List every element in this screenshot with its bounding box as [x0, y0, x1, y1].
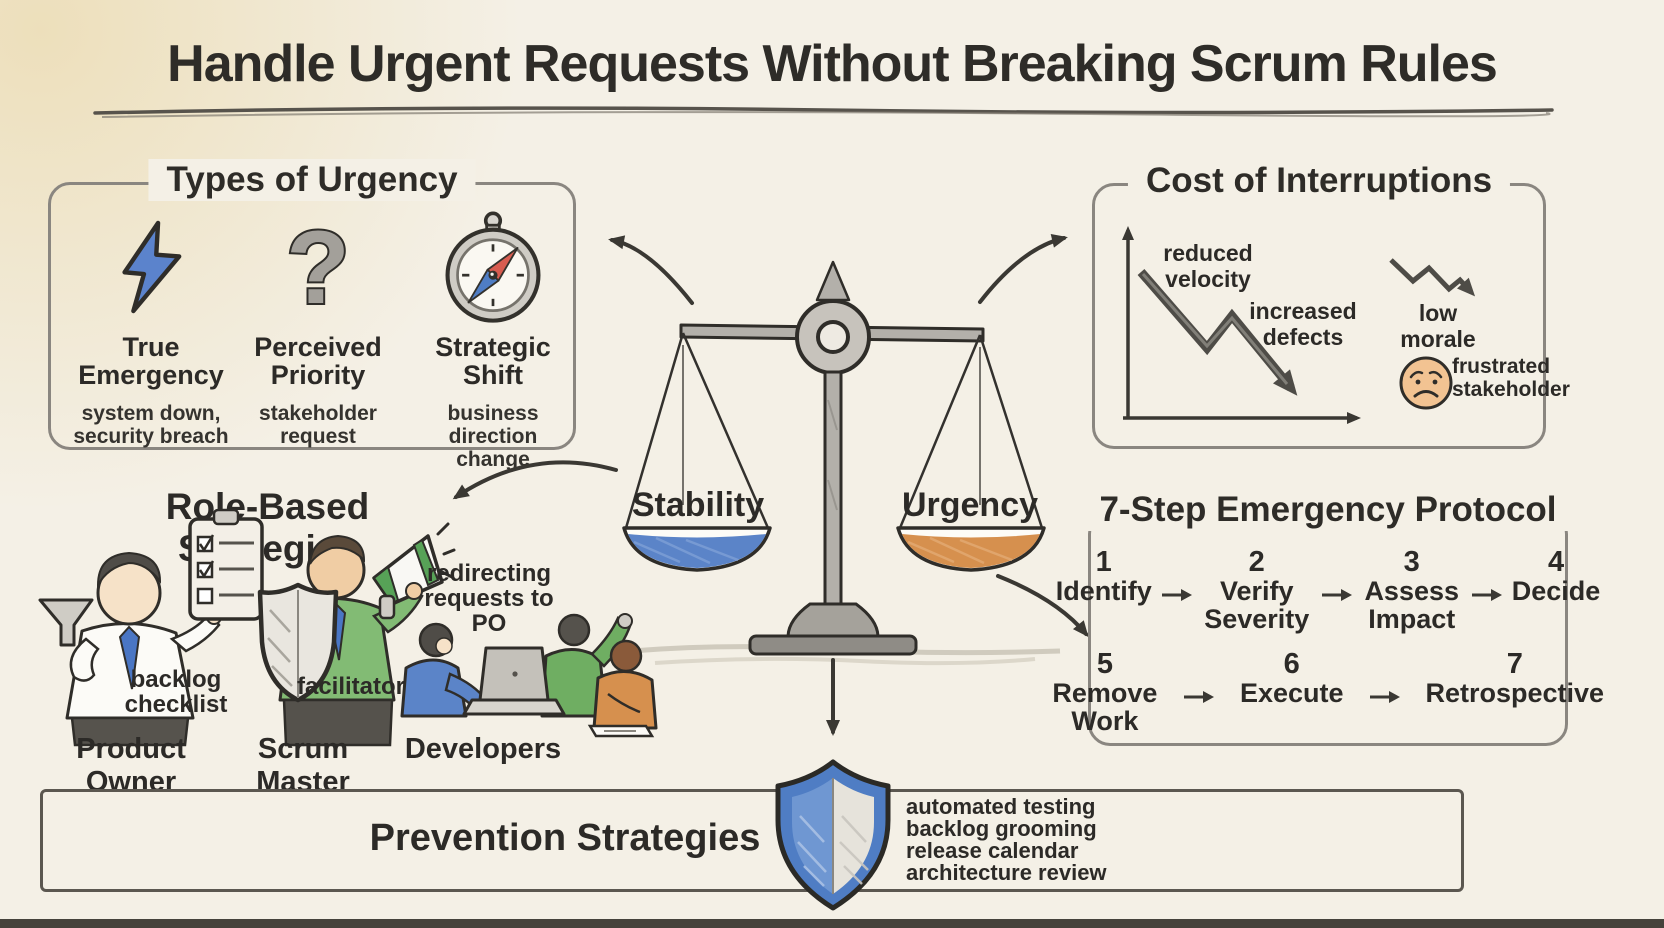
scrum-master-figure: [257, 522, 456, 747]
bottom-edge-strip: [0, 919, 1664, 928]
prevention-bar: [40, 789, 1464, 892]
type-desc: business direction change: [447, 402, 539, 471]
developers-figure: [400, 613, 658, 738]
shield-icon: [775, 759, 891, 911]
protocol-heading: 7-Step Emergency Protocol: [1081, 489, 1575, 531]
developers-caption: Developers: [404, 733, 562, 765]
types-of-urgency-heading: Types of Urgency: [148, 159, 476, 201]
prevention-item: backlog grooming: [906, 816, 1097, 841]
reduced-velocity-label: reduced velocity: [1163, 240, 1253, 292]
protocol-row-2: 5 Remove Work 6 Execute 7 Retrospective: [1052, 648, 1604, 735]
arrow-right-icon: [1368, 689, 1402, 705]
sad-face-icon: [1399, 356, 1453, 410]
types-of-urgency-box: Types of Urgency True Emergency system d…: [48, 159, 576, 471]
prevention-item: automated testing: [906, 794, 1096, 819]
type-name: Strategic Shift: [435, 332, 551, 390]
low-morale-label: low morale: [1400, 300, 1476, 352]
protocol-step: 1 Identify: [1055, 546, 1152, 606]
type-perceived-priority: ? Perceived Priority stakeholder request: [236, 208, 400, 448]
svg-text:?: ?: [286, 210, 350, 326]
type-name: True Emergency: [78, 332, 224, 390]
type-strategic-shift: Strategic Shift business direction chang…: [411, 209, 575, 471]
balance-scale-icon: [619, 260, 1061, 666]
title-underline: [93, 106, 1554, 118]
megaphone-icon: [372, 522, 456, 620]
protocol-step: 4 Decide: [1511, 546, 1601, 606]
arrow-right-icon: [1320, 587, 1354, 603]
increased-defects-label: increased defects: [1249, 298, 1357, 350]
product-owner-figure: [38, 508, 264, 747]
type-name: Perceived Priority: [254, 332, 382, 390]
protocol-step: 3 Assess Impact: [1364, 546, 1460, 634]
prevention-item: release calendar: [906, 838, 1079, 863]
cost-of-interruptions-box: Cost of Interruptions: [1092, 160, 1546, 449]
prevention-item: architecture review: [906, 860, 1107, 885]
product-owner-note: backlog checklist: [124, 666, 228, 718]
lightning-icon: [122, 220, 182, 314]
frustrated-stakeholder-label: frustrated stakeholder: [1452, 355, 1570, 401]
developers-note: redirecting requests to PO: [424, 560, 554, 637]
arrow-right-icon: [1182, 689, 1216, 705]
type-desc: stakeholder request: [259, 402, 377, 448]
scrum-master-note: facilitator: [296, 673, 406, 700]
laptop-icon: [462, 646, 566, 716]
protocol-step: 7 Retrospective: [1425, 648, 1605, 708]
funnel-icon: [38, 598, 94, 647]
page-title: Handle Urgent Requests Without Breaking …: [167, 35, 1498, 93]
cost-of-interruptions-heading: Cost of Interruptions: [1127, 160, 1511, 202]
protocol-step: 6 Execute: [1239, 648, 1344, 708]
compass-icon: [445, 211, 541, 323]
declining-line-chart-icon: [1122, 226, 1476, 424]
protocol-step: 5 Remove Work: [1052, 648, 1158, 736]
shield-icon: [257, 582, 339, 703]
type-true-emergency: True Emergency system down, security bre…: [69, 209, 233, 448]
urgency-pan-label: Urgency: [901, 486, 1039, 524]
stability-pan-label: Stability: [631, 486, 765, 524]
prevention-heading: Prevention Strategies: [369, 817, 761, 859]
product-owner-caption: Product Owner: [76, 733, 186, 798]
question-mark-icon: ?: [284, 208, 352, 328]
protocol-box: 7-Step Emergency Protocol 1 Identify 2 V…: [1052, 489, 1604, 746]
prevention-items-list: automated testing backlog grooming relea…: [906, 796, 1146, 884]
scrum-master-caption: Scrum Master: [256, 733, 350, 798]
protocol-step: 2 Verify Severity: [1204, 546, 1310, 634]
arrow-right-icon: [1160, 587, 1194, 603]
type-desc: system down, security breach: [73, 402, 229, 448]
arrow-right-icon: [1470, 587, 1504, 603]
protocol-row-1: 1 Identify 2 Verify Severity 3 Assess Im…: [1056, 546, 1601, 634]
checklist-clipboard-icon: [188, 508, 264, 621]
